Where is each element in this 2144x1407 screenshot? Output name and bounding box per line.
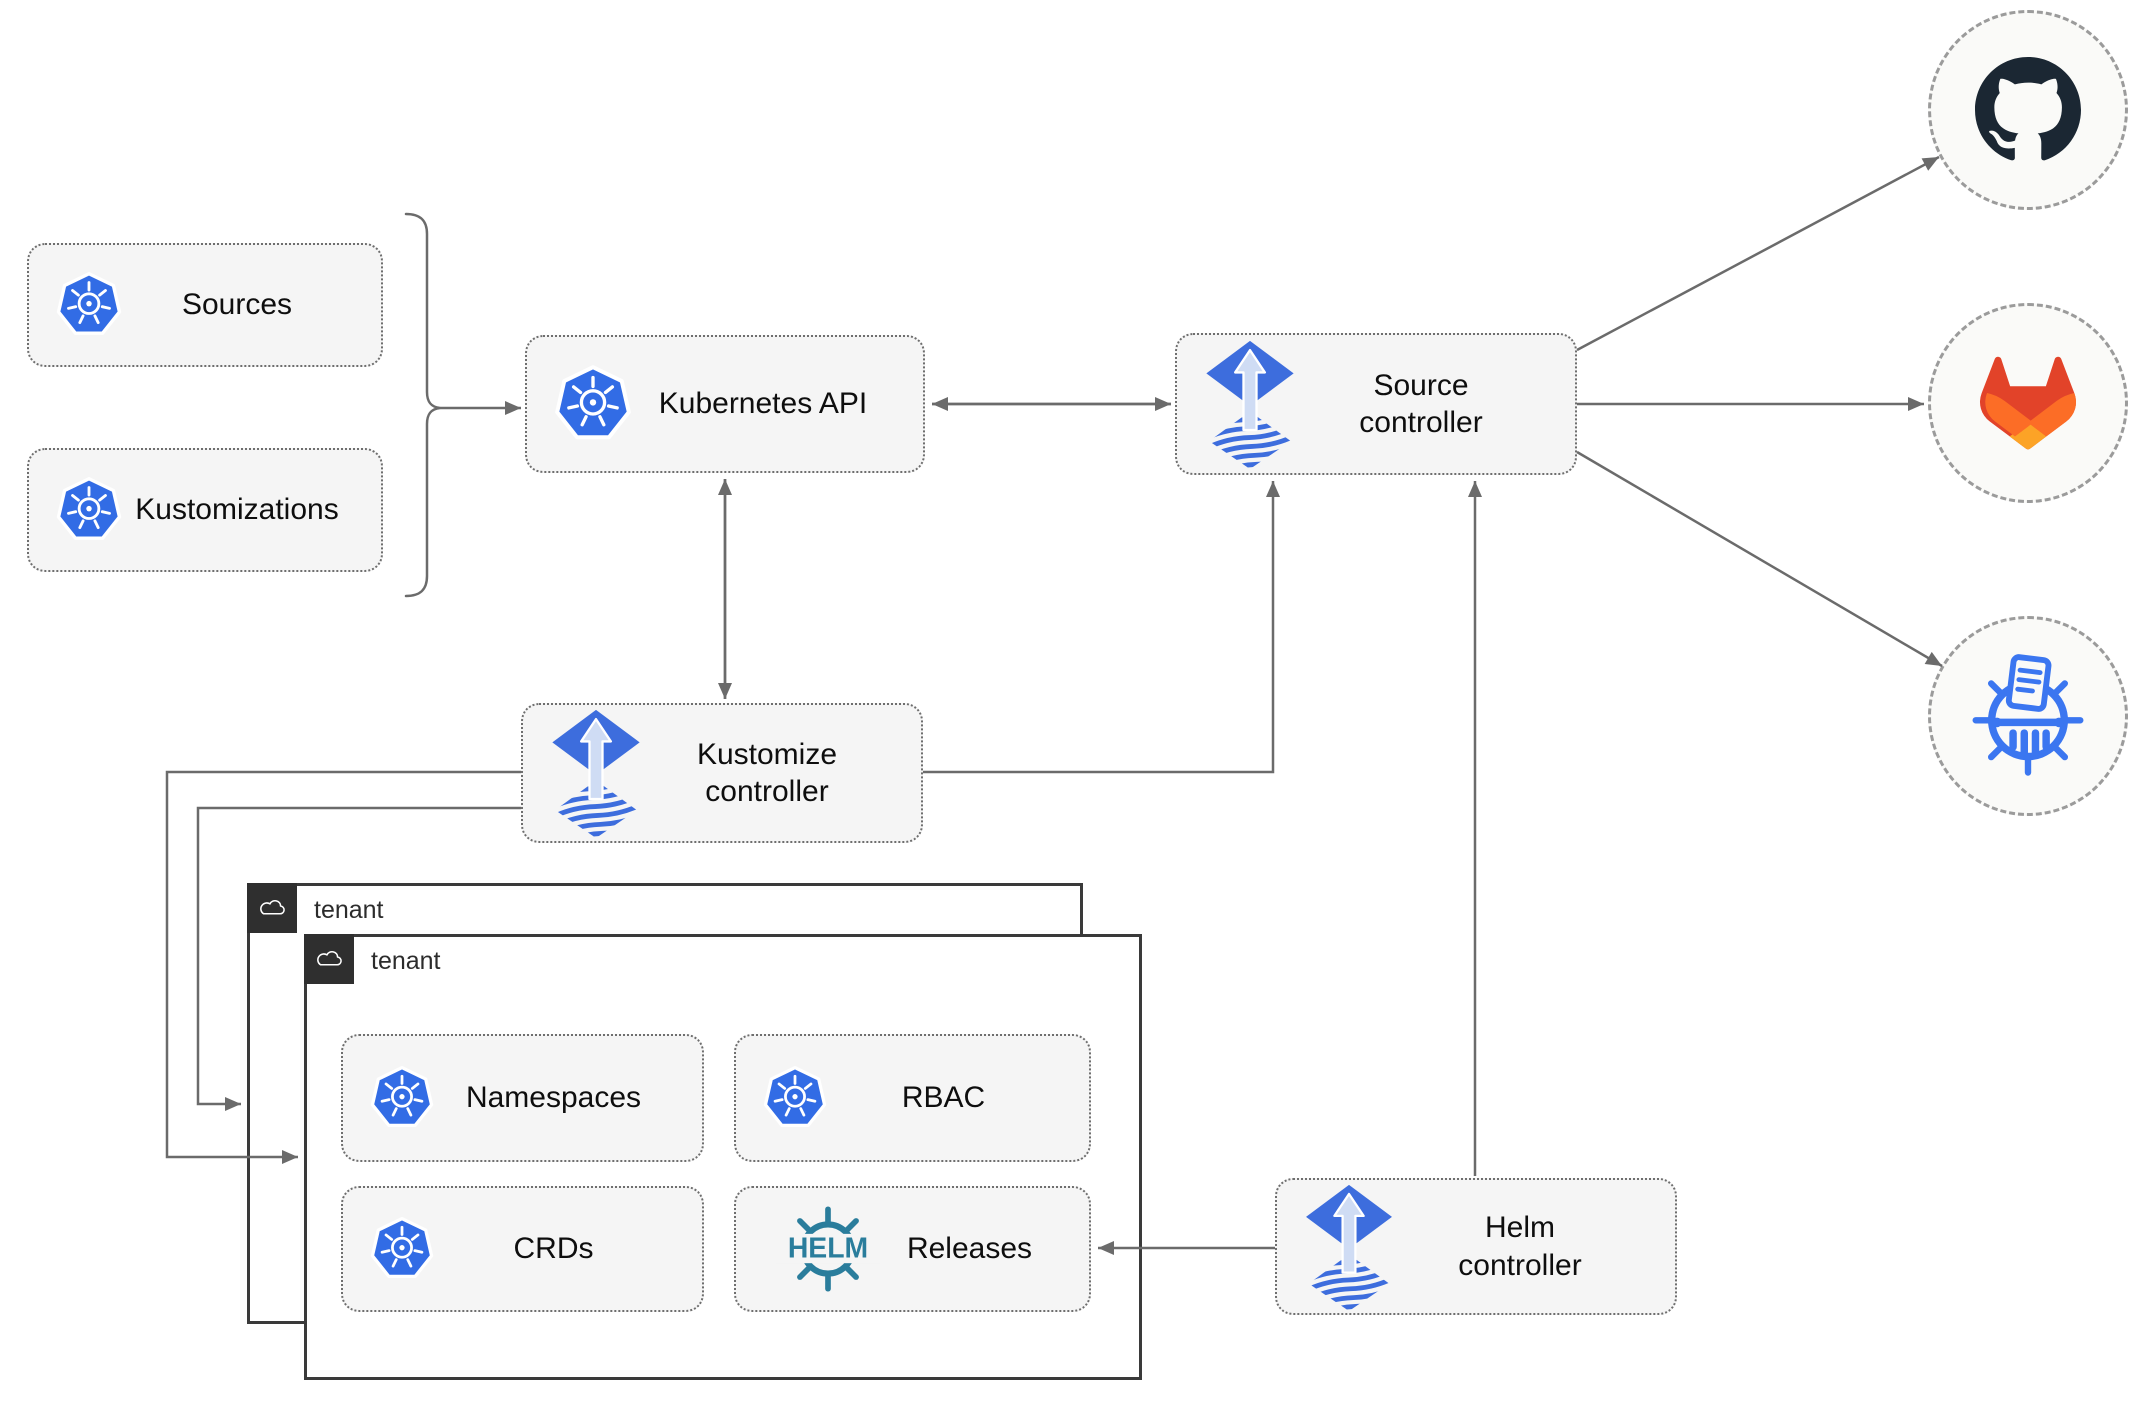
node-label: Sources bbox=[181, 288, 293, 322]
gitlab-circle bbox=[1928, 303, 2128, 503]
kubernetes-icon bbox=[762, 1065, 828, 1131]
arrow-kustomize-to-source bbox=[923, 481, 1280, 774]
node-namespaces: Namespaces bbox=[341, 1034, 704, 1162]
cloud-icon bbox=[312, 947, 346, 971]
arrow-source-to-chartmuseum bbox=[1576, 450, 1943, 668]
node-rbac: RBAC bbox=[734, 1034, 1091, 1162]
node-sources: Sources bbox=[27, 243, 383, 367]
node-helm-controller: Helm controller bbox=[1275, 1178, 1677, 1315]
chartmuseum-column-wheel-icon bbox=[1964, 652, 2092, 780]
node-label: Kustomize controller bbox=[696, 737, 838, 809]
tenant-badge bbox=[304, 934, 354, 984]
node-crds: CRDs bbox=[341, 1186, 704, 1312]
node-kustomizations: Kustomizations bbox=[27, 448, 383, 572]
flux-icon bbox=[549, 708, 643, 838]
gitlab-fox-icon bbox=[1933, 308, 2123, 498]
helm-logo-text: HELM bbox=[788, 1233, 868, 1265]
tenant-badge bbox=[247, 883, 297, 933]
node-label: Releases bbox=[906, 1232, 1033, 1266]
kubernetes-icon bbox=[369, 1065, 435, 1131]
node-label: CRDs bbox=[513, 1232, 594, 1266]
chartmuseum-circle bbox=[1928, 616, 2128, 816]
helm-icon: HELM bbox=[776, 1197, 880, 1301]
node-kustomize-controller: Kustomize controller bbox=[521, 703, 923, 843]
github-octocat-icon bbox=[1975, 57, 2081, 163]
arrow-source-to-github bbox=[1576, 155, 1940, 352]
brace bbox=[404, 212, 441, 598]
node-label: Kustomizations bbox=[135, 493, 339, 527]
node-label: Namespaces bbox=[465, 1081, 642, 1115]
node-label: RBAC bbox=[901, 1081, 986, 1115]
cloud-icon bbox=[255, 896, 289, 920]
kubernetes-icon bbox=[55, 271, 123, 339]
flux-icon bbox=[1203, 339, 1297, 469]
flux-icon bbox=[1303, 1183, 1395, 1311]
node-label: Kubernetes API bbox=[658, 387, 868, 421]
kubernetes-icon bbox=[369, 1216, 435, 1282]
node-source-controller: Source controller bbox=[1175, 333, 1577, 475]
kubernetes-icon bbox=[55, 476, 123, 544]
tenant-label: tenant bbox=[371, 947, 441, 975]
node-label: Source controller bbox=[1359, 368, 1483, 440]
tenant-label: tenant bbox=[314, 896, 384, 924]
node-kubernetes-api: Kubernetes API bbox=[525, 335, 925, 473]
kubernetes-icon bbox=[553, 364, 633, 444]
node-releases: HELM Releases bbox=[734, 1186, 1091, 1312]
github-circle bbox=[1928, 10, 2128, 210]
node-label: Helm controller bbox=[1458, 1211, 1582, 1282]
